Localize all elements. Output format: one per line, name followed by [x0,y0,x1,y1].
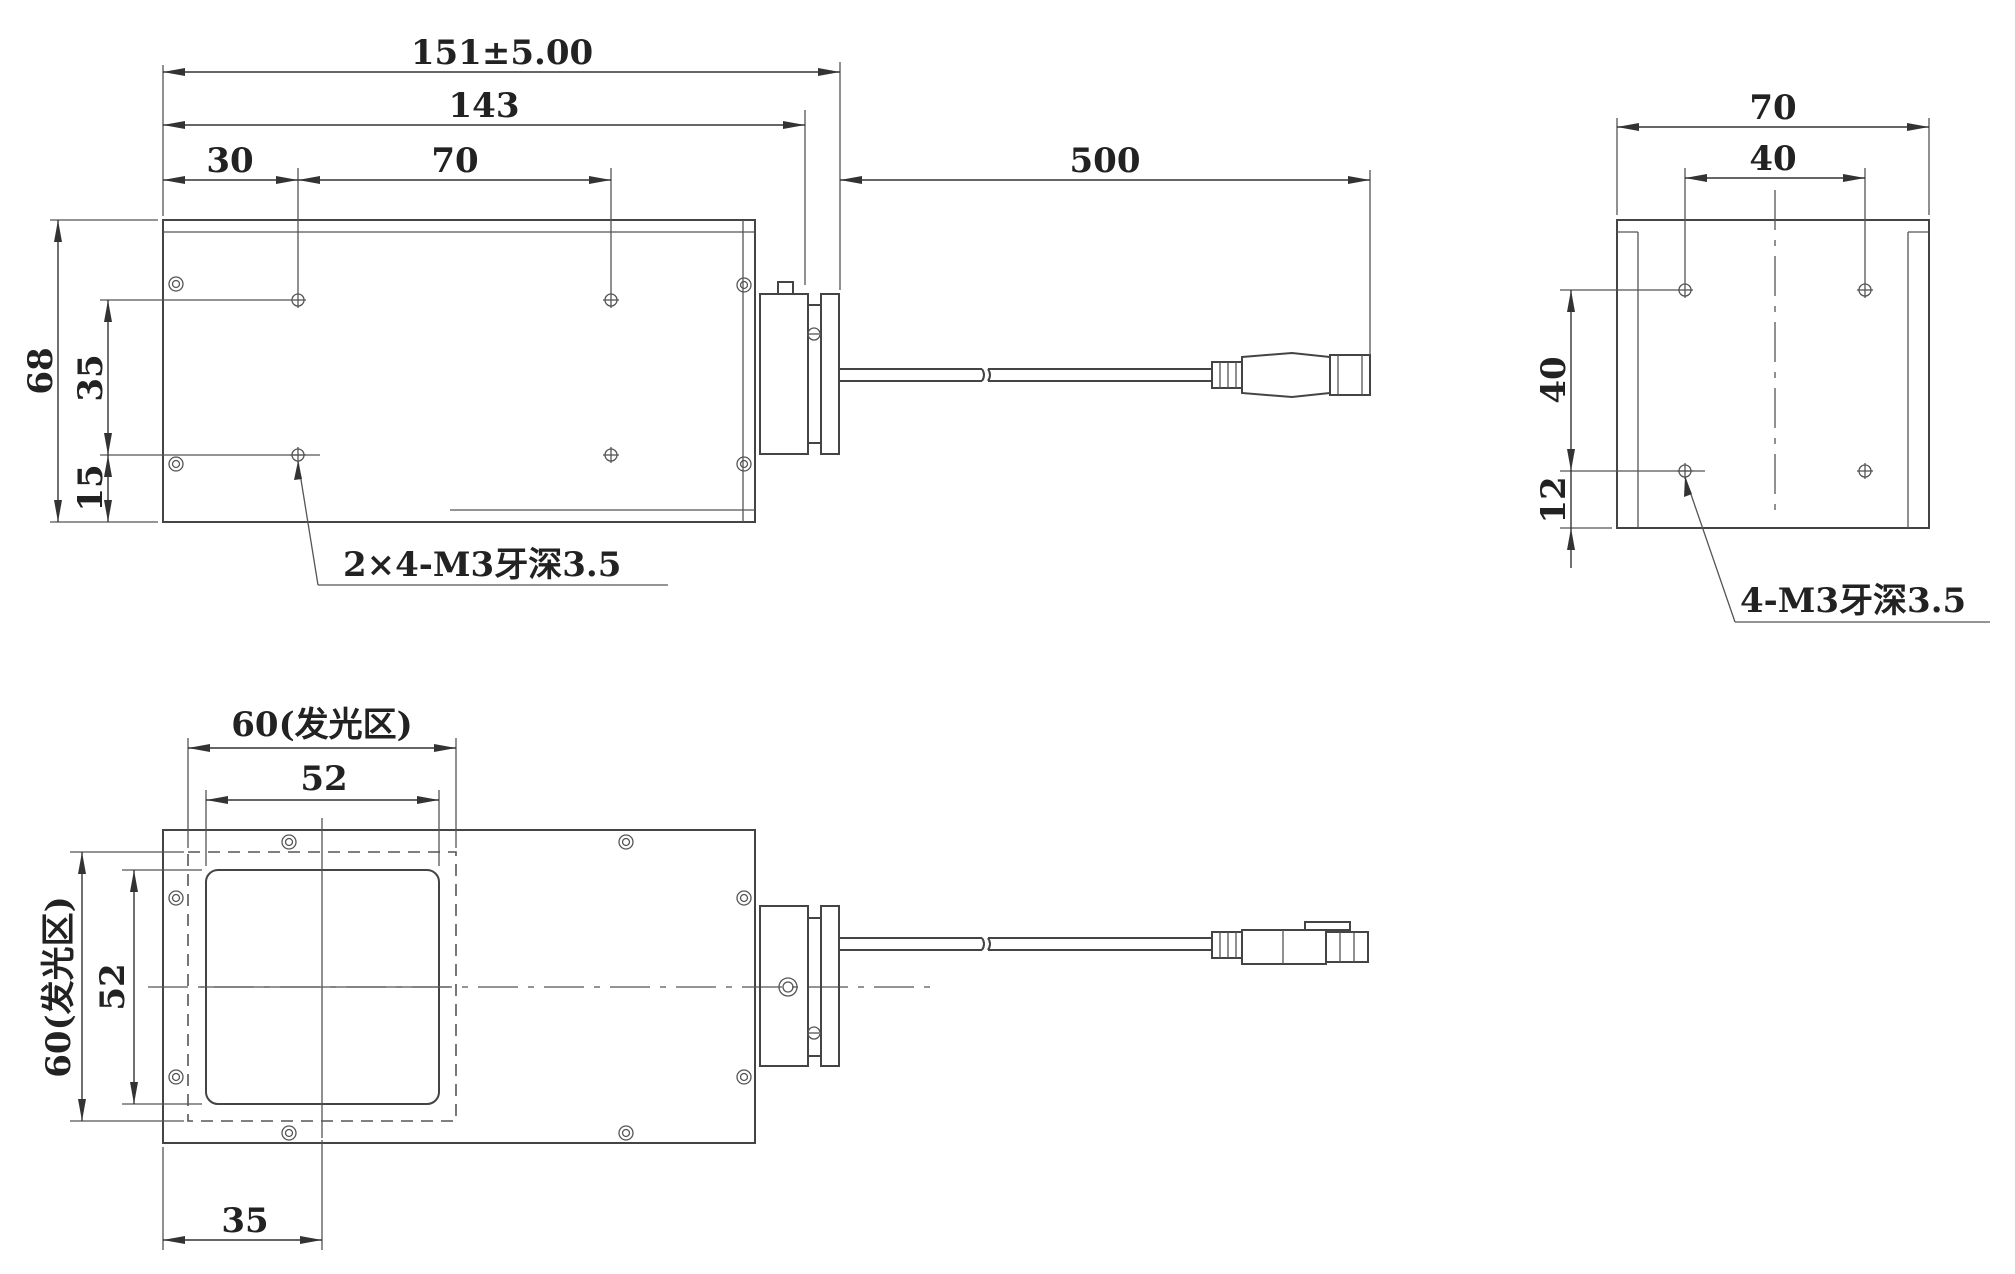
side-hole-pitch-x-label: 40 [1749,139,1796,179]
side-view-body [1616,219,1930,529]
corner-screws [168,276,752,472]
top-hole-leader [294,460,668,586]
cable-length-label: 500 [1070,141,1141,181]
window-height-label: 52 [93,963,133,1010]
bottom-cable [839,937,1212,951]
bottom-screws [168,834,752,1141]
emitting-width-label: 60(发光区) [231,705,413,745]
m12-connector [1211,351,1371,399]
side-hole-callout: 4-M3牙深3.5 [1740,581,1966,621]
side-extension-lines [1560,118,1930,529]
bottom-dimension-lines [78,744,456,1244]
hole-offset-x-label: 30 [206,141,253,181]
overall-length-label: 151±5.00 [411,33,593,73]
top-view-body [162,219,756,523]
hole-pitch-y-label: 35 [71,354,111,401]
top-view: 151±5.00 143 30 70 500 68 35 15 2×4-M3牙深… [21,33,1371,586]
body-height-label: 68 [21,347,61,394]
body-length-label: 143 [449,86,520,126]
top-hole-callout: 2×4-M3牙深3.5 [343,545,621,585]
bottom-cable-gland [759,905,840,1067]
window-width-label: 52 [300,759,347,799]
cable-gland [759,281,840,455]
side-hole-leader [1684,476,1990,623]
side-view: 70 40 40 12 4-M3牙深3.5 [1534,88,1990,623]
hole-offset-y-label: 15 [71,464,111,511]
m3-holes [290,292,619,463]
bottom-view: 60(发光区) 52 35 60(发光区) 52 [39,705,1369,1250]
hole-pitch-x-label: 70 [431,141,478,181]
side-width-label: 70 [1749,88,1796,128]
bottom-m12-connector [1211,921,1369,965]
side-hole-offset-y-label: 12 [1534,476,1574,523]
side-hole-pitch-y-label: 40 [1534,356,1574,403]
emitting-height-label: 60(发光区) [39,896,79,1078]
window-offset-x-label: 35 [221,1201,268,1241]
extension-lines [50,62,1371,523]
bottom-extension-lines [70,738,457,1250]
side-dimension-lines [1567,123,1929,568]
cable [839,368,1212,382]
top-dimension-lines [54,68,1370,522]
